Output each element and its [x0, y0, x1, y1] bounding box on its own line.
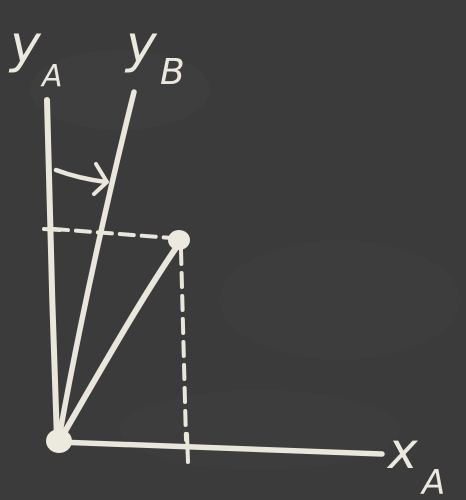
- y-projection-dashed-line: [52, 227, 174, 240]
- arc-arrowhead-icon: [92, 162, 109, 196]
- y-axis-a-label-sub: A: [40, 59, 63, 94]
- y-axis-b-label-main: y: [124, 15, 158, 75]
- x-projection-dashed-line: [179, 248, 188, 442]
- x-axis-a-label-sub: A: [420, 463, 445, 500]
- origin-dot: [46, 429, 72, 453]
- y-axis-b-label: y B: [124, 15, 185, 93]
- x-axis-tick-mark: [185, 432, 190, 464]
- x-axis-a-line: [55, 439, 385, 457]
- y-axis-tick-mark: [42, 227, 62, 232]
- x-axis-a-label-main: x: [386, 422, 418, 480]
- y-axis-b-label-sub: B: [160, 52, 185, 93]
- y-axis-a-label-main: y: [8, 15, 42, 75]
- vector-endpoint-dot: [168, 230, 190, 250]
- rotation-angle-arc: [53, 167, 109, 185]
- y-axis-a-label: y A: [8, 15, 63, 94]
- position-vector-line: [57, 242, 181, 443]
- x-axis-a-label: x A: [386, 422, 445, 500]
- y-axis-b-line: [56, 89, 137, 441]
- y-axis-a-line: [44, 97, 60, 443]
